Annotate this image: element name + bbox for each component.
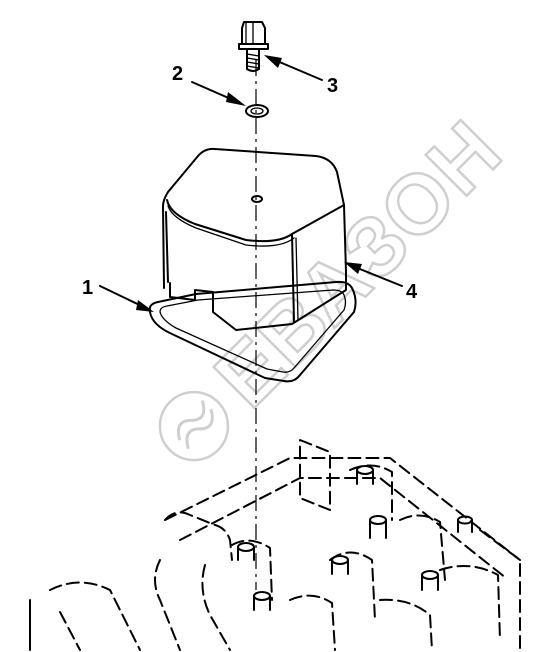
head-stud bbox=[356, 465, 374, 485]
callout-4: 4 bbox=[344, 262, 418, 303]
callout-label-1: 1 bbox=[82, 277, 93, 299]
head-stud bbox=[253, 591, 271, 611]
cylinder-head-outline bbox=[29, 439, 521, 651]
o-ring bbox=[245, 104, 269, 118]
watermark-logo-icon bbox=[158, 390, 230, 462]
bolt bbox=[238, 21, 269, 72]
head-stud bbox=[369, 515, 387, 539]
gasket bbox=[148, 280, 357, 383]
callout-label-3: 3 bbox=[327, 75, 338, 97]
head-stud bbox=[421, 570, 439, 591]
head-stud bbox=[331, 555, 349, 575]
callout-label-4: 4 bbox=[406, 281, 418, 303]
valve-cover bbox=[162, 147, 347, 331]
callout-2: 2 bbox=[172, 63, 246, 106]
head-stud bbox=[237, 542, 255, 561]
callout-label-2: 2 bbox=[172, 63, 183, 85]
callout-3: 3 bbox=[264, 55, 338, 97]
callout-1: 1 bbox=[82, 277, 154, 312]
head-stud bbox=[457, 515, 473, 533]
